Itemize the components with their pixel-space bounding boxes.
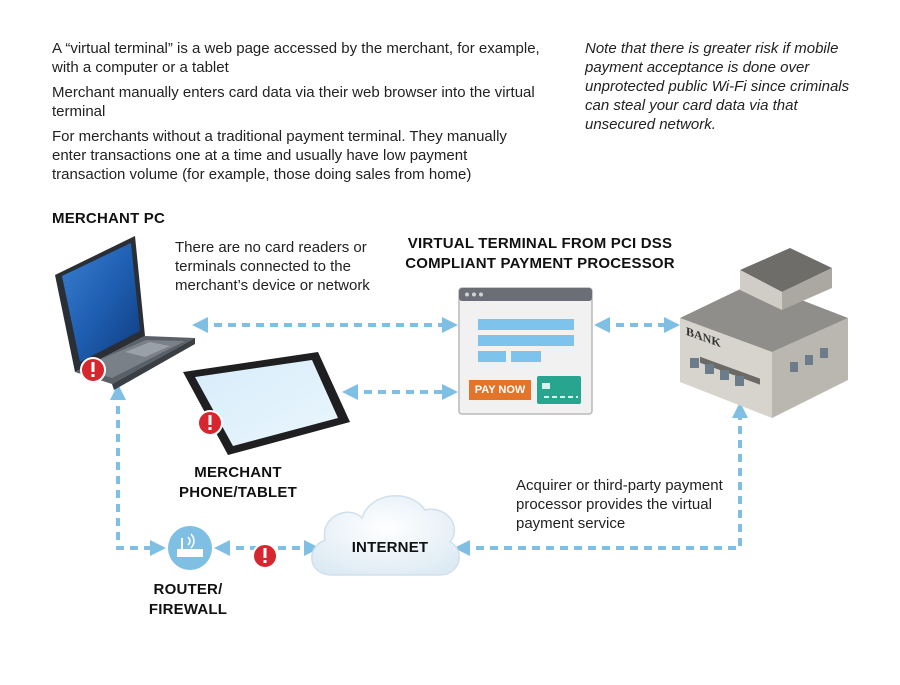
internet-cloud-icon [311, 495, 460, 576]
warning-icon-router [252, 543, 278, 569]
form-field [511, 351, 541, 362]
internet-bank-arrow [454, 402, 748, 556]
form-field [478, 335, 574, 346]
intro-paragraph-2: Merchant manually enters card data via t… [52, 84, 535, 120]
pay-now-label: PAY NOW [474, 384, 526, 396]
pc-router-arrow [110, 384, 166, 556]
virtual-terminal-window [458, 287, 593, 415]
laptop-icon [55, 236, 195, 390]
form-field [478, 319, 574, 330]
intro-paragraph-1: A “virtual terminal” is a web page acces… [52, 40, 540, 76]
bank-building-icon [680, 248, 848, 418]
tablet-icon [183, 352, 350, 455]
warning-icon-laptop [80, 357, 106, 383]
router-icon [168, 526, 212, 570]
connection-arrows [110, 317, 748, 556]
internet-label: INTERNET [351, 539, 429, 556]
card-icon [537, 376, 581, 404]
router-label: ROUTER/ FIREWALL [148, 581, 228, 618]
phone-tablet-label: MERCHANT PHONE/TABLET [179, 464, 297, 501]
no-readers-note: There are no card readers or terminals c… [175, 239, 370, 294]
risk-note: Note that there is greater risk if mobil… [585, 40, 850, 133]
warning-icon-tablet [197, 410, 223, 436]
virtual-terminal-label: VIRTUAL TERMINAL FROM PCI DSS COMPLIANT … [405, 235, 675, 272]
pay-now-button [469, 380, 531, 400]
merchant-pc-label: MERCHANT PC [52, 210, 166, 227]
intro-paragraph-3: For merchants without a traditional paym… [52, 128, 507, 183]
form-field [478, 351, 506, 362]
